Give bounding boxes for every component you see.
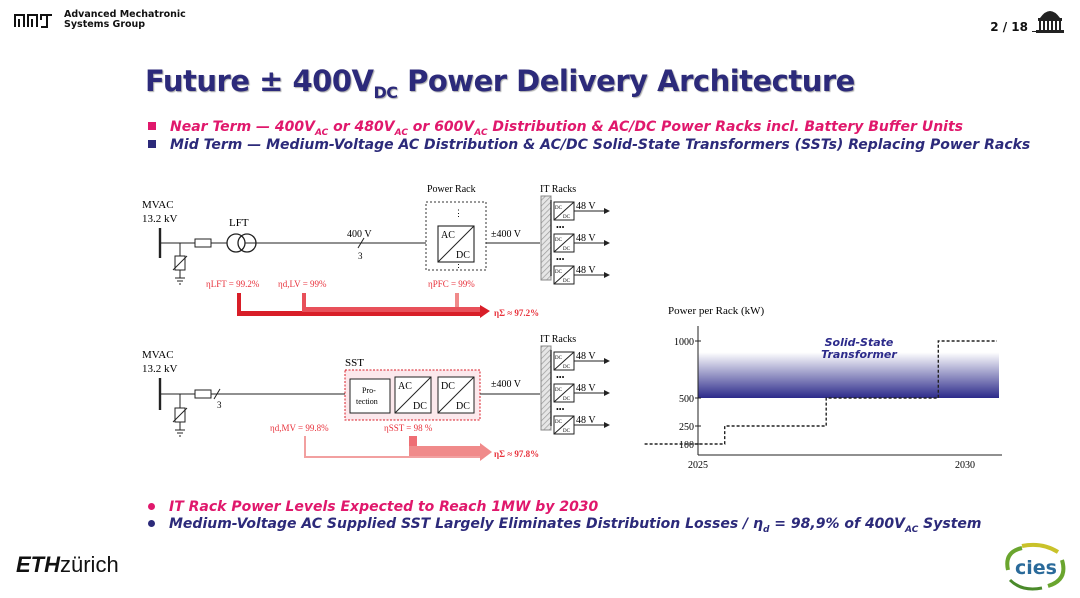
x-tick-label: 2025 — [688, 460, 708, 471]
diagram-mid-term: MVAC 13.2 kV 3 SST Pro- tection AC DC DC… — [142, 334, 610, 461]
x-tick-label: 2030 — [955, 460, 975, 471]
svg-text:cies: cies — [1015, 557, 1057, 579]
svg-text:DC: DC — [441, 381, 455, 392]
svg-text:DC: DC — [563, 397, 571, 402]
loss-arrow-icon — [480, 305, 490, 318]
page-title: Future ± 400VDC Power Delivery Architect… — [145, 64, 855, 102]
chart-title: Power per Rack (kW) — [668, 305, 765, 317]
it-racks-label: IT Racks — [540, 184, 576, 195]
svg-text:DC: DC — [456, 401, 470, 412]
eta-lft: ηLFT = 99.2% — [206, 279, 260, 289]
svg-text:tection: tection — [356, 397, 378, 406]
svg-text:3: 3 — [358, 251, 363, 261]
svg-text:DC: DC — [555, 356, 563, 361]
svg-text:48 V: 48 V — [576, 233, 596, 244]
svg-text:MVAC: MVAC — [142, 349, 174, 361]
y-tick-label: 500 — [679, 394, 694, 405]
group-logo: Advanced Mechatronic Systems Group — [14, 10, 186, 30]
svg-text:48 V: 48 V — [576, 201, 596, 212]
svg-text:DC: DC — [555, 206, 563, 211]
svg-text:48 V: 48 V — [576, 351, 596, 362]
bullet-mid-term: Mid Term — Medium-Voltage AC Distributio… — [148, 137, 1030, 153]
svg-text:DC: DC — [563, 429, 571, 434]
power-per-rack-chart: Power per Rack (kW) Solid-State Transfor… — [644, 305, 1002, 471]
y-tick-label: 1000 — [674, 337, 694, 348]
svg-text:400 V: 400 V — [347, 229, 372, 240]
svg-text:•••: ••• — [556, 405, 565, 414]
eta-dmv: ηd,MV = 99.8% — [270, 423, 329, 433]
eta-total-2: ηΣ ≈ 97.8% — [494, 449, 539, 459]
band-label-line2: Transformer — [821, 348, 897, 361]
bullet-near-term: Near Term — 400VAC or 480VAC or 600VAC D… — [148, 119, 963, 138]
fuse-icon — [194, 238, 212, 248]
svg-text:DC: DC — [555, 270, 563, 275]
ams-logo-icon — [14, 14, 52, 28]
round-bullet-icon — [148, 520, 155, 527]
bullet-rack-power: IT Rack Power Levels Expected to Reach 1… — [148, 499, 598, 515]
svg-text:AC: AC — [398, 381, 412, 392]
svg-text:DC: DC — [456, 250, 470, 261]
svg-text:•••: ••• — [556, 373, 565, 382]
group-name-line2: Systems Group — [64, 19, 146, 30]
svg-text:DC: DC — [413, 401, 427, 412]
sst-label: SST — [345, 357, 364, 369]
svg-text:⋮: ⋮ — [454, 259, 463, 269]
svg-text:±400 V: ±400 V — [491, 229, 522, 240]
band-label-line1: Solid-State — [825, 336, 894, 349]
svg-text:48 V: 48 V — [576, 265, 596, 276]
lft-label: LFT — [229, 217, 249, 229]
svg-text:⋮: ⋮ — [454, 208, 463, 218]
protection-block — [349, 378, 391, 414]
svg-text:DC: DC — [563, 365, 571, 370]
svg-text:IT Racks: IT Racks — [540, 334, 576, 345]
transformer-icon — [226, 233, 246, 253]
eta-dlv: ηd,LV = 99% — [278, 279, 327, 289]
svg-text:DC: DC — [555, 238, 563, 243]
cies-logo: cies — [1005, 542, 1066, 591]
svg-text:±400 V: ±400 V — [491, 379, 522, 390]
svg-text:48 V: 48 V — [576, 383, 596, 394]
square-bullet-icon — [148, 122, 156, 130]
fuse-icon — [194, 389, 212, 399]
eta-pfc: ηPFC = 99% — [428, 279, 475, 289]
power-step-line — [644, 340, 997, 445]
svg-text:DC: DC — [563, 247, 571, 252]
svg-text:DC: DC — [563, 279, 571, 284]
svg-text:3: 3 — [217, 400, 222, 410]
building-icon — [1032, 11, 1064, 33]
mvac-label: MVAC — [142, 199, 174, 211]
bullet-mvac-sst: Medium-Voltage AC Supplied SST Largely E… — [148, 516, 982, 535]
power-rack-label: Power Rack — [427, 184, 476, 195]
round-bullet-icon — [148, 503, 155, 510]
diagram-near-term: MVAC 13.2 kV LFT 400 V 3 Power Rack ⋮ ⋮ … — [142, 184, 610, 318]
eta-sst: ηSST = 98 % — [384, 423, 433, 433]
svg-text:•••: ••• — [556, 223, 565, 232]
svg-text:DC: DC — [563, 215, 571, 220]
mvac-voltage: 13.2 kV — [142, 213, 178, 225]
eth-logo: ETHzürich — [16, 552, 119, 577]
y-tick-label: 100 — [679, 440, 694, 451]
svg-text:48 V: 48 V — [576, 415, 596, 426]
loss-arrow-icon — [480, 443, 492, 461]
svg-text:Pro-: Pro- — [362, 386, 376, 395]
group-name-line1: Advanced Mechatronic — [64, 9, 186, 20]
square-bullet-icon — [148, 140, 156, 148]
svg-text:AC: AC — [441, 230, 455, 241]
page-number: 2 / 18 — [990, 20, 1028, 34]
svg-text:DC: DC — [555, 388, 563, 393]
svg-text:13.2 kV: 13.2 kV — [142, 363, 178, 375]
y-tick-label: 250 — [679, 422, 694, 433]
svg-text:DC: DC — [555, 420, 563, 425]
sst-band — [698, 352, 999, 398]
eta-total-1: ηΣ ≈ 97.2% — [494, 308, 539, 318]
svg-text:•••: ••• — [556, 255, 565, 264]
